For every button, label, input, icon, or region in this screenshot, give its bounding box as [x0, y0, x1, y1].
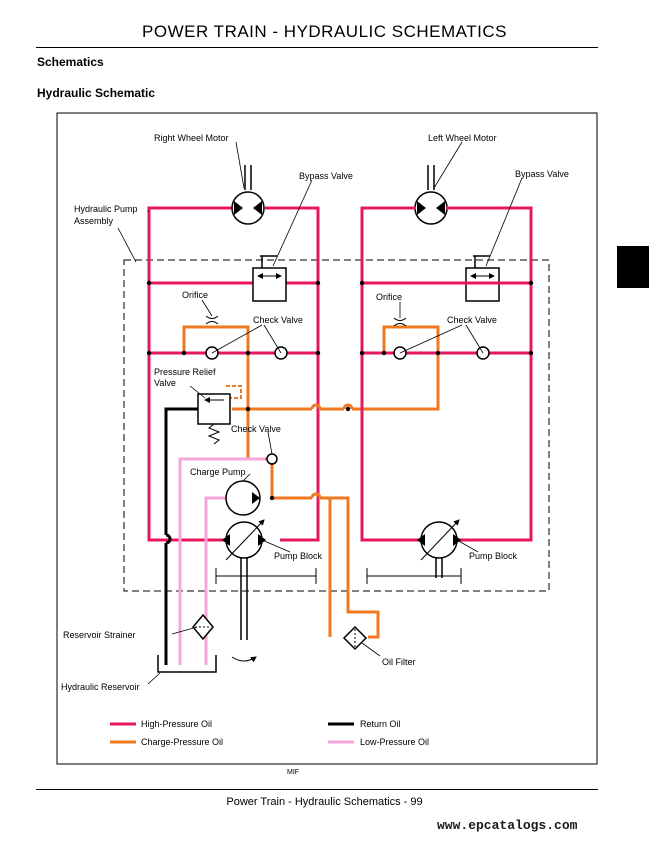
leader-lines: [117, 141, 523, 685]
high-pressure-lines-left: [147, 206, 320, 542]
label-pump-block-left: Pump Block: [274, 551, 323, 561]
label-reservoir-strainer: Reservoir Strainer: [63, 630, 136, 640]
diagram-frame: [56, 112, 598, 765]
label-orifice-right: Orifice: [376, 292, 402, 302]
low-pressure-lines: [178, 457, 265, 665]
section-tab-marker: [617, 246, 649, 288]
label-right-wheel-motor: Right Wheel Motor: [154, 133, 229, 143]
reservoir-strainer: [192, 613, 214, 641]
label-pressure-relief-line1: Pressure Relief: [154, 367, 216, 377]
pump-block-right: [366, 519, 462, 584]
legend-label-charge-pressure: Charge-Pressure Oil: [141, 737, 223, 747]
section-heading-schematics: Schematics: [37, 55, 104, 69]
charge-pressure-lines-left: [182, 325, 440, 639]
junction-dots: [146, 280, 534, 501]
header-rule: [36, 47, 598, 48]
label-mif: MIF: [287, 769, 299, 776]
label-check-valve-charge: Check Valve: [231, 424, 281, 434]
label-hydraulic-pump-line2: Assembly: [74, 216, 114, 226]
label-bypass-valve-left: Bypass Valve: [299, 171, 353, 181]
watermark: www.epcatalogs.com: [437, 818, 578, 833]
bypass-valve-right: [465, 255, 500, 302]
legend-label-high-pressure: High-Pressure Oil: [141, 719, 212, 729]
label-pressure-relief-line2: Valve: [154, 378, 176, 388]
label-charge-pump: Charge Pump: [190, 467, 246, 477]
label-orifice-left: Orifice: [182, 290, 208, 300]
oil-filter: [342, 625, 368, 651]
right-wheel-motor: [231, 165, 265, 225]
label-check-valve-left: Check Valve: [253, 315, 303, 325]
legend: High-Pressure Oil Charge-Pressure Oil Re…: [110, 719, 429, 747]
left-wheel-motor: [414, 165, 448, 225]
label-hydraulic-pump-line1: Hydraulic Pump: [74, 204, 138, 214]
footer-rule: [36, 789, 598, 790]
bypass-valve-left: [252, 255, 287, 302]
pressure-relief-dashed: [226, 385, 242, 399]
pump-block-left: [215, 519, 317, 663]
charge-pump: [225, 480, 261, 516]
page-title: POWER TRAIN - HYDRAULIC SCHEMATICS: [142, 22, 507, 41]
page-footer: Power Train - Hydraulic Schematics - 99: [226, 796, 423, 808]
orifice-symbols: [205, 315, 407, 327]
label-bypass-valve-right: Bypass Valve: [515, 169, 569, 179]
section-heading-hydraulic-schematic: Hydraulic Schematic: [37, 86, 156, 100]
high-pressure-lines-right: [360, 206, 533, 542]
return-lines: [164, 407, 198, 665]
label-pump-block-right: Pump Block: [469, 551, 518, 561]
label-check-valve-right: Check Valve: [447, 315, 497, 325]
legend-label-return: Return Oil: [360, 719, 401, 729]
label-left-wheel-motor: Left Wheel Motor: [428, 133, 497, 143]
pump-assembly-boundary: [123, 259, 550, 592]
legend-label-low-pressure: Low-Pressure Oil: [360, 737, 429, 747]
pressure-relief-valve: [197, 393, 231, 445]
label-oil-filter: Oil Filter: [382, 657, 416, 667]
hydraulic-reservoir: [157, 655, 217, 673]
label-hydraulic-reservoir: Hydraulic Reservoir: [61, 682, 140, 692]
